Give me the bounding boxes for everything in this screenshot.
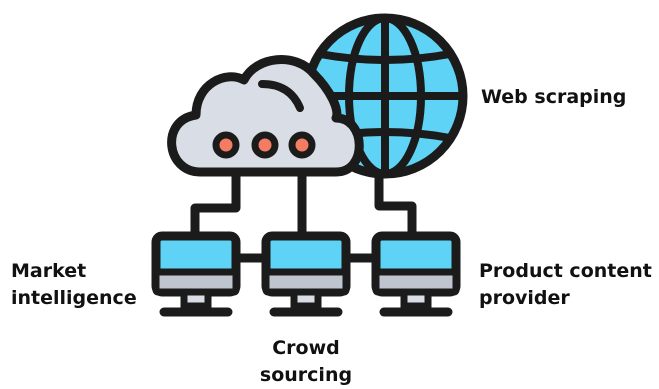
product-content-provider-label: Product content provider [479, 258, 652, 312]
connector-left [190, 170, 241, 241]
market-intelligence-line-1: Market [11, 260, 87, 282]
web-scraping-line-1: Web scraping [481, 86, 627, 108]
cloud-icon [167, 55, 364, 177]
web-scraping-label: Web scraping [481, 84, 626, 111]
market-intelligence-label: Market intelligence [11, 258, 137, 312]
monitor-icon [371, 231, 461, 317]
product-content-provider-line-1: Product content [479, 260, 652, 282]
cloud-dot-1 [212, 131, 240, 159]
monitor-icon [151, 231, 241, 317]
cloud-highlight [258, 80, 304, 112]
connector-right [374, 175, 417, 241]
connector-lines [190, 165, 417, 263]
market-intelligence-line-2: intelligence [11, 287, 137, 309]
crowd-sourcing-label: Crowd sourcing [257, 335, 355, 389]
cloud-dot-2 [251, 131, 279, 159]
crowd-sourcing-line-1: Crowd [272, 337, 340, 359]
cloud-dot-3 [288, 131, 316, 159]
product-content-provider-line-2: provider [479, 287, 570, 309]
crowd-sourcing-line-2: sourcing [259, 364, 353, 386]
monitor-icon [261, 231, 351, 317]
